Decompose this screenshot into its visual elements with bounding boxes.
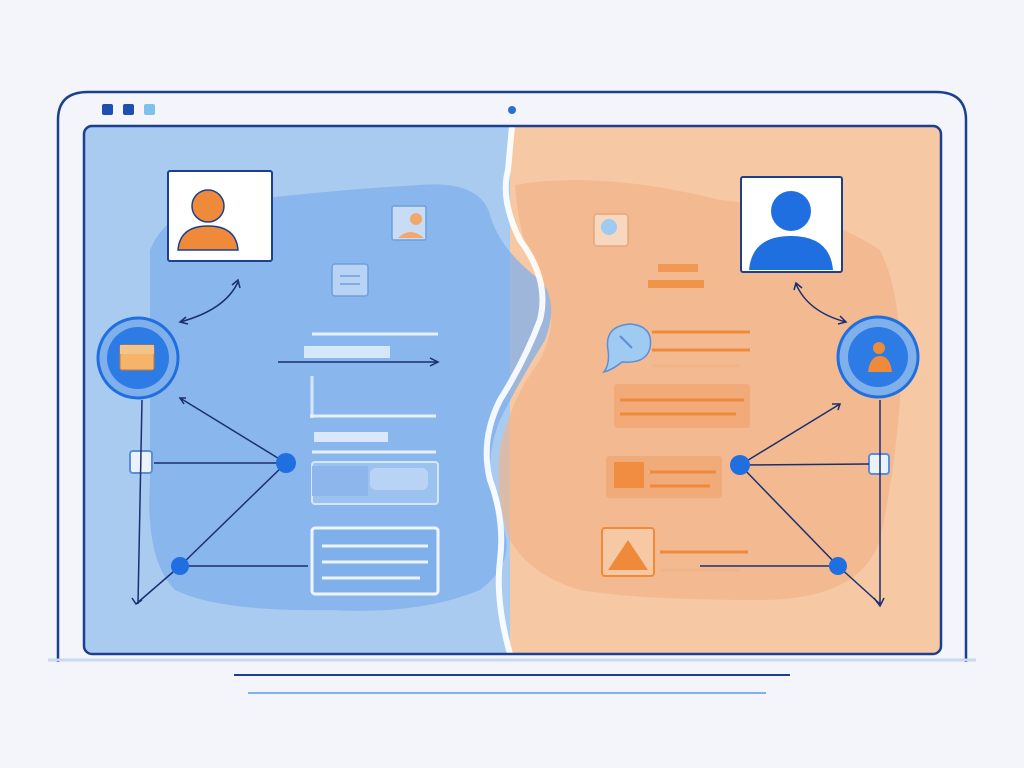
square-icon[interactable] xyxy=(144,104,155,115)
left-curved-arrow xyxy=(179,281,239,323)
chat-bubble-icon xyxy=(602,323,652,374)
right-network xyxy=(700,400,885,608)
right-small-icon xyxy=(593,213,629,247)
right-media-card[interactable] xyxy=(601,527,748,577)
camera-dot-icon xyxy=(508,106,516,114)
screen-border xyxy=(82,124,943,656)
left-node[interactable] xyxy=(96,316,180,400)
left-network xyxy=(131,397,308,606)
user-avatar-icon xyxy=(177,189,239,251)
network-dot[interactable] xyxy=(276,453,296,473)
right-bar-card[interactable] xyxy=(614,384,750,428)
right-text-placeholders xyxy=(648,264,750,368)
square-icon[interactable] xyxy=(102,104,113,115)
right-node[interactable] xyxy=(836,315,920,399)
window-controls[interactable] xyxy=(102,104,155,115)
laptop-frame xyxy=(48,90,976,694)
square-icon[interactable] xyxy=(123,104,134,115)
network-dot[interactable] xyxy=(171,557,189,575)
split-divider xyxy=(483,126,546,654)
small-square-node[interactable] xyxy=(868,453,890,475)
user-avatar-icon xyxy=(749,191,833,270)
network-dot[interactable] xyxy=(730,455,750,475)
user-icon xyxy=(868,342,892,372)
network-dot[interactable] xyxy=(829,557,847,575)
mountain-icon xyxy=(608,540,648,570)
blue-blob xyxy=(149,184,552,611)
folder-icon xyxy=(119,344,155,371)
right-profile-card[interactable] xyxy=(740,176,843,273)
right-list-card[interactable] xyxy=(606,456,722,498)
left-list-card[interactable] xyxy=(310,526,440,596)
image-icon xyxy=(391,205,427,241)
left-text-placeholders xyxy=(278,332,440,454)
left-profile-card[interactable] xyxy=(167,170,273,262)
right-curved-arrow xyxy=(795,283,847,323)
left-media-card[interactable] xyxy=(311,461,439,505)
inbox-icon xyxy=(331,263,369,297)
